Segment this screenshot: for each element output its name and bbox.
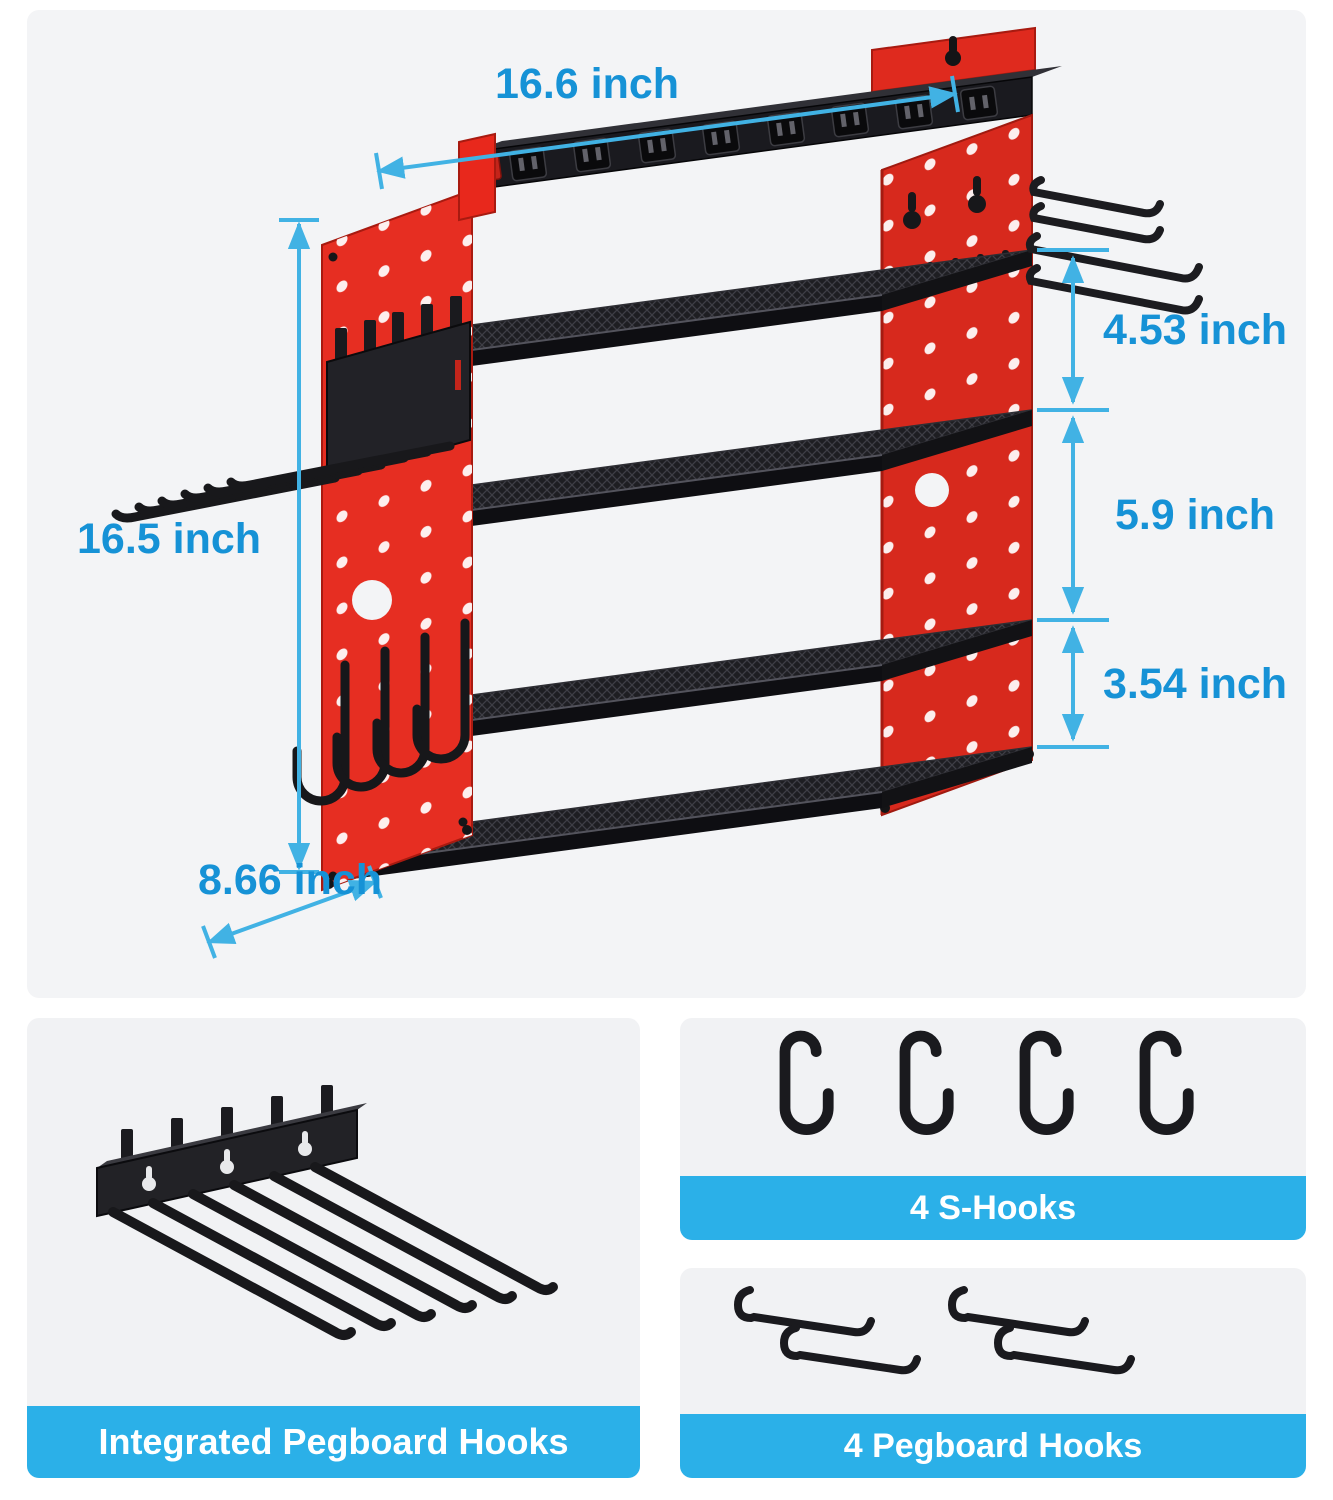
keyhole-slot <box>142 1131 312 1191</box>
hero-panel: 16.6 inch 16.5 inch 8.66 inch 4.53 inch … <box>27 10 1306 998</box>
pegboard-hooks-panel: 4 Pegboard Hooks <box>680 1268 1306 1478</box>
front-mount-tab <box>458 132 496 222</box>
s-hooks-caption: 4 S-Hooks <box>680 1176 1306 1240</box>
pegboard-hook <box>779 1324 921 1375</box>
keyhole-slot <box>903 176 986 229</box>
s-hooks-image <box>779 1030 1194 1135</box>
s-hook <box>1019 1030 1074 1135</box>
dimension-width-line <box>374 75 960 190</box>
dimension-label-gap-top: 4.53 inch <box>1102 306 1288 354</box>
pegboard-hook <box>993 1324 1135 1375</box>
dimension-height-line <box>279 218 319 874</box>
cable-hole <box>352 580 392 620</box>
mounted-pegboard-hooks <box>1025 176 1203 315</box>
integrated-hooks-panel: Integrated Pegboard Hooks <box>27 1018 640 1478</box>
dimension-label-height: 16.5 inch <box>76 515 262 563</box>
dimension-depth-line <box>201 865 383 959</box>
shelf-4 <box>321 746 1033 883</box>
dimension-label-gap-middle: 5.9 inch <box>1114 491 1276 539</box>
product-render <box>111 26 1203 959</box>
dimension-label-width: 16.6 inch <box>494 60 680 108</box>
pegboard-hook <box>733 1286 875 1337</box>
dimension-annotations <box>201 75 1109 959</box>
pegboard-hooks-image <box>733 1286 1135 1375</box>
dimension-label-depth: 8.66 inch <box>197 856 383 904</box>
s-hook <box>779 1030 834 1135</box>
integrated-hooks-caption: Integrated Pegboard Hooks <box>27 1406 640 1478</box>
cable-hole <box>915 473 949 507</box>
dimension-shelf-gaps-line <box>1037 248 1109 749</box>
pegboard-hooks-caption: 4 Pegboard Hooks <box>680 1414 1306 1478</box>
s-hook <box>899 1030 954 1135</box>
integrated-hooks-image <box>96 1085 558 1340</box>
pegboard-hook <box>947 1286 1089 1337</box>
s-hooks-panel: 4 S-Hooks <box>680 1018 1306 1240</box>
right-side-panel <box>880 113 1034 817</box>
integrated-hook-rack <box>111 296 471 523</box>
s-hook <box>1139 1030 1194 1135</box>
hook-rack-plate <box>96 1085 367 1218</box>
outlet <box>959 85 999 121</box>
hook-rack-prongs <box>108 1162 558 1340</box>
dimension-label-gap-bottom: 3.54 inch <box>1102 660 1288 708</box>
